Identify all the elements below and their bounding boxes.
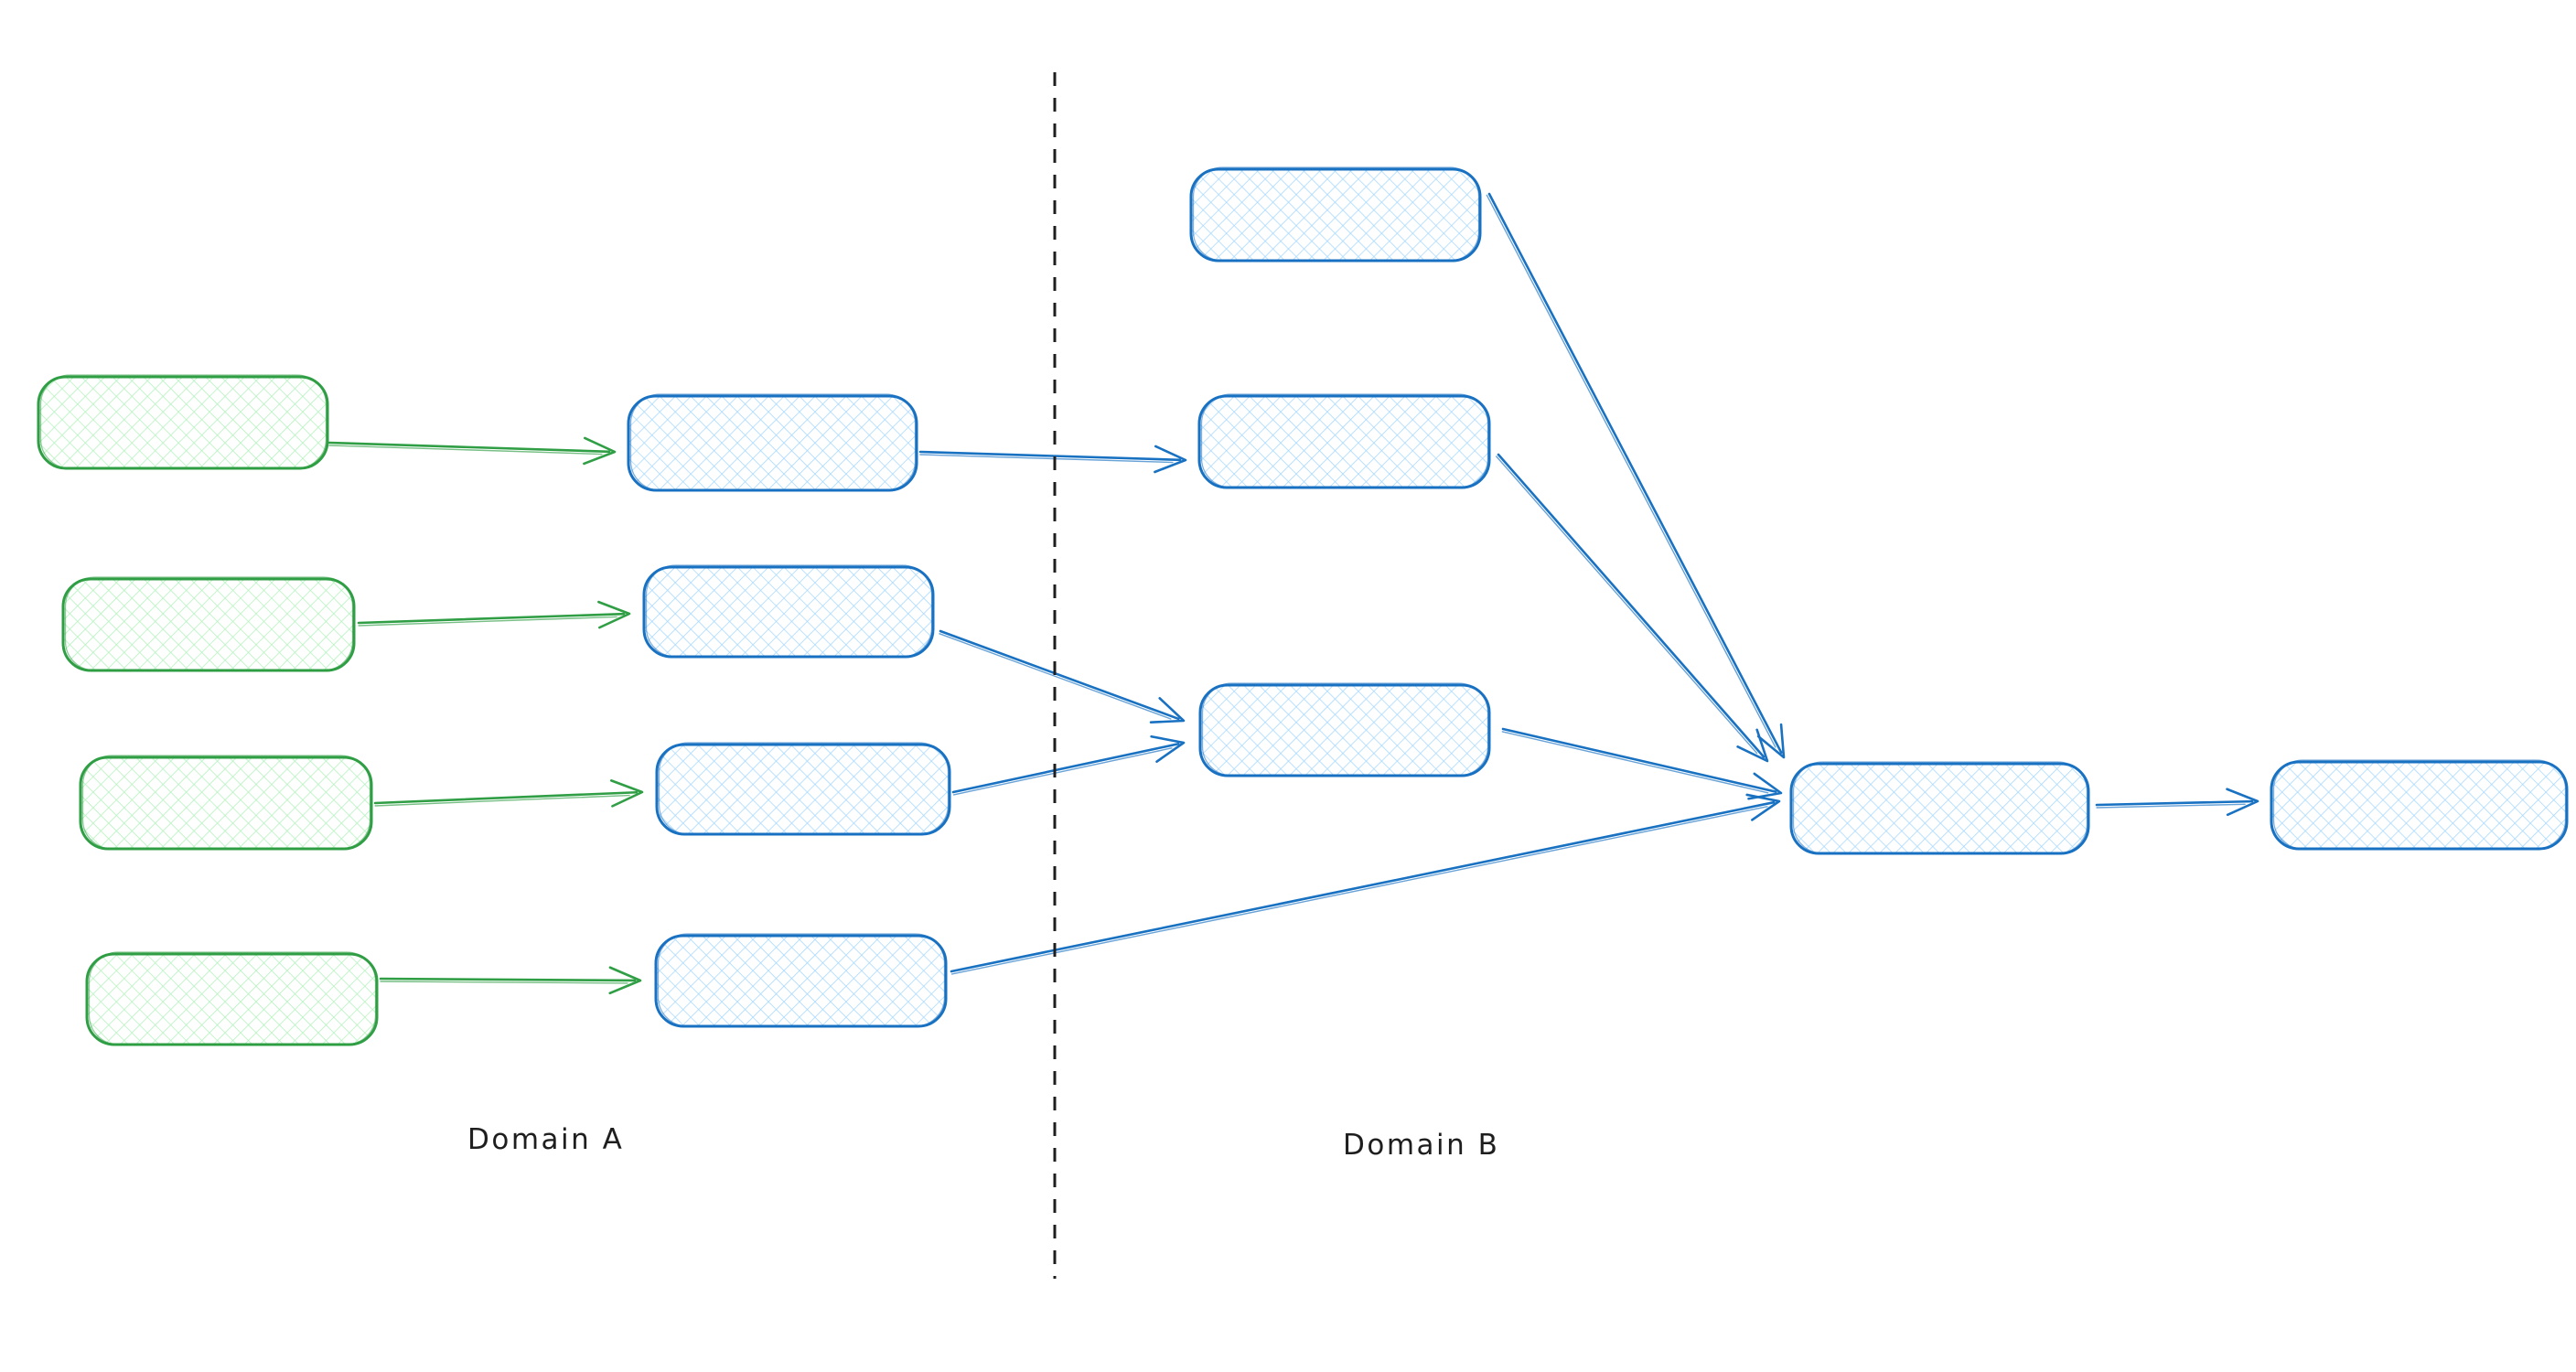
node-domain-a-stage-2 — [642, 564, 935, 659]
node-domain-b-input-1 — [1189, 166, 1482, 263]
edge-source2-to-stage2 — [357, 600, 631, 629]
node-domain-a-source-4 — [85, 951, 379, 1046]
node-domain-a-stage-3 — [655, 742, 951, 836]
domain-b-label: Domain B — [1343, 1129, 1500, 1162]
node-domain-b-output — [2270, 759, 2569, 851]
edge-merge-to-hub — [1501, 727, 1783, 800]
node-domain-b-input-2 — [1197, 393, 1491, 489]
edge-stage2-to-merge — [939, 629, 1186, 724]
edge-input1-to-hub — [1486, 192, 1786, 759]
node-domain-a-stage-1 — [627, 393, 918, 492]
domain-a-label: Domain A — [467, 1123, 625, 1156]
edge-source1-to-stage1 — [327, 436, 617, 466]
edge-stage3-to-merge — [951, 734, 1186, 796]
nodes-layer — [37, 166, 2569, 1046]
edge-hub-to-output — [2095, 788, 2259, 817]
node-domain-b-hub — [1789, 761, 2090, 855]
edge-stage1-to-input2 — [918, 445, 1187, 474]
edge-stage4-to-hub — [950, 793, 1781, 975]
edge-source3-to-stage3 — [373, 779, 644, 808]
node-domain-a-stage-4 — [654, 933, 948, 1028]
node-domain-a-source-3 — [79, 755, 373, 851]
edge-input2-to-hub — [1496, 453, 1769, 763]
edges-layer — [327, 192, 2259, 995]
node-domain-a-source-2 — [61, 576, 356, 672]
edge-source4-to-stage4 — [379, 966, 642, 995]
node-domain-a-source-1 — [37, 374, 329, 470]
node-domain-b-merge — [1198, 682, 1491, 777]
